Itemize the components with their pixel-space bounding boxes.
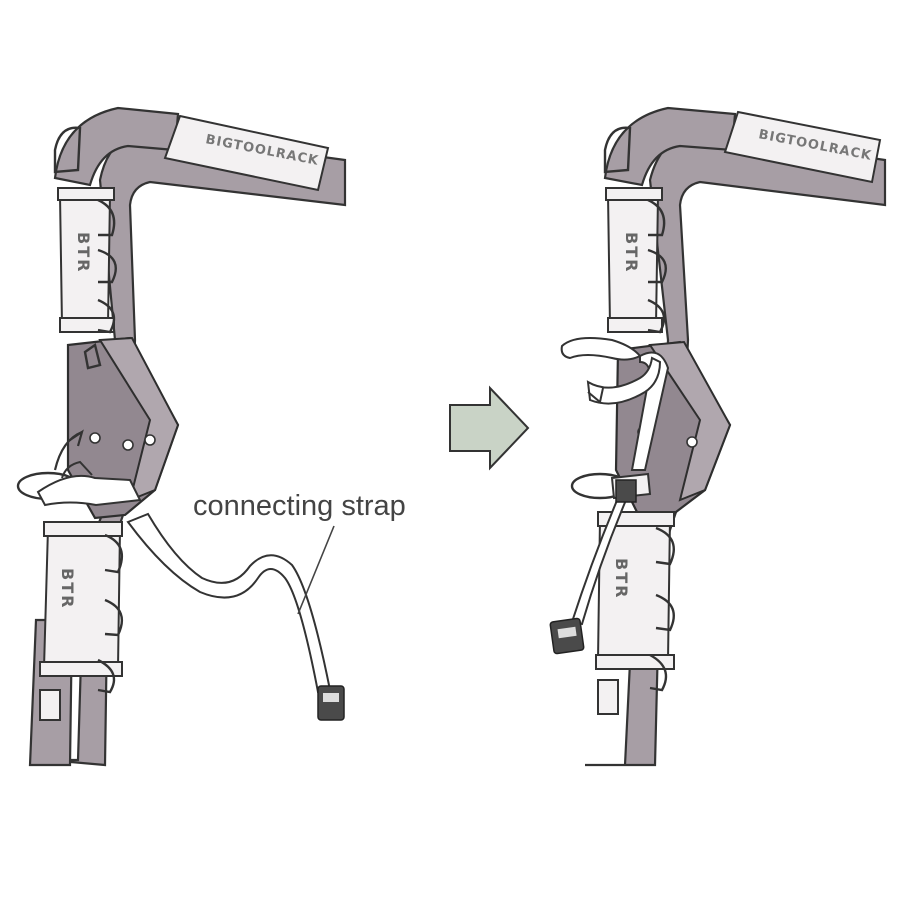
d-ring-left-4 (104, 533, 123, 574)
bolt-left-2 (122, 439, 134, 451)
bottom-clip-right (597, 679, 619, 715)
right-arrow-icon (449, 385, 530, 471)
bolt-right-2 (686, 436, 698, 448)
d-ring-right-2 (647, 248, 667, 284)
strap-loop-left (16, 429, 142, 507)
before-panel: BIGTOOLRACK BTR (16, 106, 406, 767)
handle-bend-left (53, 106, 180, 187)
upper-sleeve-left: BTR (57, 187, 115, 333)
upper-badge-right: BTR (622, 232, 641, 273)
bolt-left-1 (89, 432, 101, 444)
callout-label: connecting strap (193, 490, 406, 522)
lower-badge-right: BTR (612, 558, 631, 599)
hanging-strap-right (549, 479, 637, 655)
strap-loop-right (560, 337, 670, 471)
lower-badge-left: BTR (58, 568, 77, 609)
frame-tube-left (47, 130, 347, 767)
d-ring-left-5 (104, 598, 123, 637)
top-clip-right (603, 126, 632, 174)
top-clip-left (53, 126, 82, 174)
d-ring-left-6 (97, 658, 116, 694)
upper-sleeve-right: BTR (605, 187, 663, 333)
d-ring-right-6 (649, 653, 668, 692)
d-ring-right-3 (647, 298, 666, 334)
d-ring-left-3 (97, 298, 116, 334)
callout-leader-line (297, 525, 335, 615)
handle-bend-right (603, 106, 737, 187)
callout-connecting-strap: connecting strap (193, 490, 406, 615)
strap-buckle-left (317, 685, 345, 721)
d-ring-right-4 (655, 526, 675, 566)
connecting-strap (126, 512, 345, 721)
top-sleeve-left: BIGTOOLRACK (163, 114, 330, 192)
lower-sleeve-left: BTR (39, 521, 123, 677)
hinge-bracket-left (66, 336, 180, 520)
bolt-left-3 (144, 434, 156, 446)
d-ring-left-2 (97, 248, 117, 284)
d-ring-right-1 (647, 198, 666, 237)
bottom-clip-left (39, 689, 61, 721)
after-panel: BIGTOOLRACK BTR (549, 106, 887, 767)
d-ring-left-1 (97, 198, 116, 237)
frame-tube-right (585, 130, 887, 767)
d-ring-right-5 (655, 593, 675, 632)
upper-badge-left: BTR (74, 232, 93, 273)
